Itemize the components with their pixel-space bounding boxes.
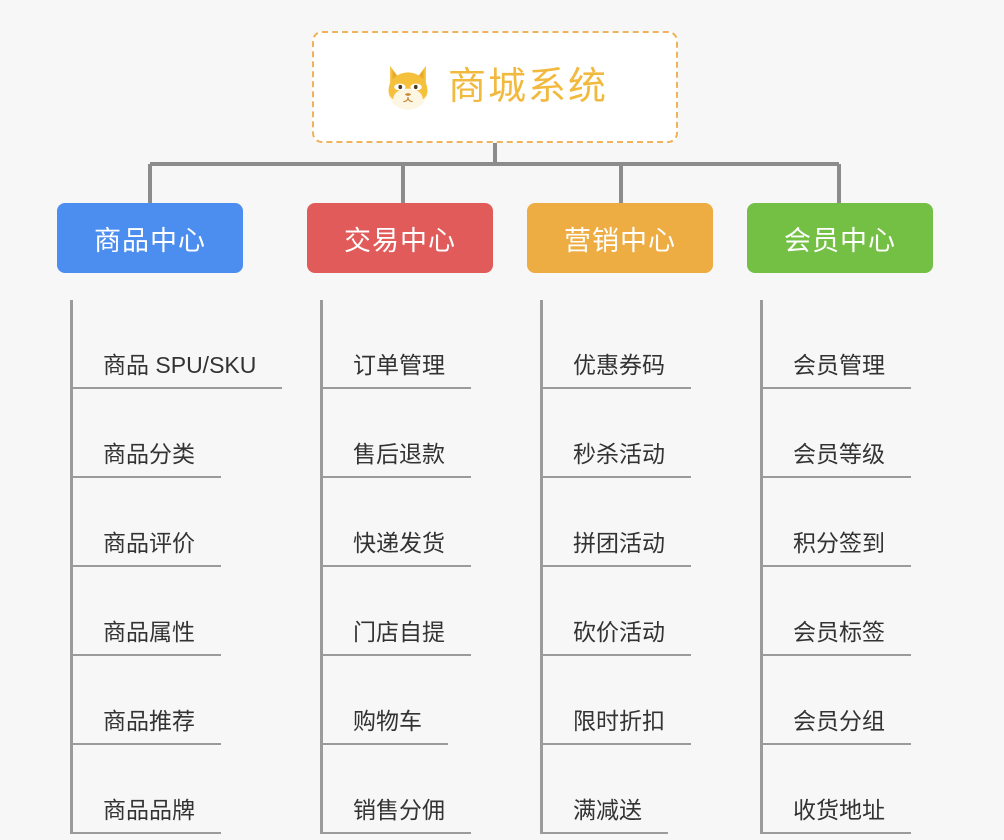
list-item[interactable]: 限时折扣 bbox=[527, 656, 747, 745]
list-item[interactable]: 收货地址 bbox=[747, 745, 967, 834]
list-item-label: 购物车 bbox=[320, 707, 448, 745]
root-node[interactable]: 商城系统 bbox=[312, 31, 678, 143]
list-item-label: 商品分类 bbox=[70, 440, 221, 478]
list-item-label: 会员分组 bbox=[760, 707, 911, 745]
list-item[interactable]: 商品推荐 bbox=[57, 656, 307, 745]
list-item[interactable]: 会员管理 bbox=[747, 300, 967, 389]
list-item-label: 商品品牌 bbox=[70, 796, 221, 834]
list-item[interactable]: 商品属性 bbox=[57, 567, 307, 656]
list-item[interactable]: 优惠券码 bbox=[527, 300, 747, 389]
list-item[interactable]: 售后退款 bbox=[307, 389, 527, 478]
list-item[interactable]: 门店自提 bbox=[307, 567, 527, 656]
branch-column-4: 会员中心 会员管理 会员等级 积分签到 会员标签 会员分组 收货地址 bbox=[747, 203, 967, 834]
list-item-label: 商品属性 bbox=[70, 618, 221, 656]
list-item[interactable]: 积分签到 bbox=[747, 478, 967, 567]
branch-header-4[interactable]: 会员中心 bbox=[747, 203, 933, 273]
list-item[interactable]: 商品品牌 bbox=[57, 745, 307, 834]
list-item[interactable]: 满减送 bbox=[527, 745, 747, 834]
list-item-label: 积分签到 bbox=[760, 529, 911, 567]
list-item[interactable]: 快递发货 bbox=[307, 478, 527, 567]
branch-column-1: 商品中心 商品 SPU/SKU 商品分类 商品评价 商品属性 商品推荐 商品品牌 bbox=[57, 203, 307, 834]
list-item-label: 会员管理 bbox=[760, 351, 911, 389]
list-item-label: 商品评价 bbox=[70, 529, 221, 567]
list-item[interactable]: 商品评价 bbox=[57, 478, 307, 567]
list-item-label: 销售分佣 bbox=[320, 796, 471, 834]
list-item-label: 秒杀活动 bbox=[540, 440, 691, 478]
branch-spine-3 bbox=[540, 300, 543, 834]
branch-header-1[interactable]: 商品中心 bbox=[57, 203, 243, 273]
branch-spine-2 bbox=[320, 300, 323, 834]
list-item[interactable]: 砍价活动 bbox=[527, 567, 747, 656]
list-item-label: 门店自提 bbox=[320, 618, 471, 656]
branch-items-4: 会员管理 会员等级 积分签到 会员标签 会员分组 收货地址 bbox=[747, 300, 967, 834]
branch-header-2[interactable]: 交易中心 bbox=[307, 203, 493, 273]
branch-spine-4 bbox=[760, 300, 763, 834]
list-item-label: 收货地址 bbox=[760, 796, 911, 834]
branch-spine-1 bbox=[70, 300, 73, 834]
list-item[interactable]: 会员分组 bbox=[747, 656, 967, 745]
list-item-label: 商品 SPU/SKU bbox=[70, 351, 283, 389]
branch-items-1: 商品 SPU/SKU 商品分类 商品评价 商品属性 商品推荐 商品品牌 bbox=[57, 300, 307, 834]
list-item[interactable]: 会员标签 bbox=[747, 567, 967, 656]
list-item-label: 满减送 bbox=[540, 796, 668, 834]
list-item-label: 会员等级 bbox=[760, 440, 911, 478]
list-item-label: 会员标签 bbox=[760, 618, 911, 656]
list-item[interactable]: 拼团活动 bbox=[527, 478, 747, 567]
list-item[interactable]: 订单管理 bbox=[307, 300, 527, 389]
list-item-label: 快递发货 bbox=[320, 529, 471, 567]
shiba-dog-face-icon bbox=[388, 65, 428, 110]
list-item[interactable]: 销售分佣 bbox=[307, 745, 527, 834]
list-item-label: 砍价活动 bbox=[540, 618, 691, 656]
branch-items-2: 订单管理 售后退款 快递发货 门店自提 购物车 销售分佣 bbox=[307, 300, 527, 834]
list-item[interactable]: 会员等级 bbox=[747, 389, 967, 478]
list-item[interactable]: 购物车 bbox=[307, 656, 527, 745]
branch-column-2: 交易中心 订单管理 售后退款 快递发货 门店自提 购物车 销售分佣 bbox=[307, 203, 527, 834]
root-title: 商城系统 bbox=[447, 66, 608, 108]
branch-items-3: 优惠券码 秒杀活动 拼团活动 砍价活动 限时折扣 满减送 bbox=[527, 300, 747, 834]
list-item[interactable]: 秒杀活动 bbox=[527, 389, 747, 478]
list-item-label: 优惠券码 bbox=[540, 351, 691, 389]
branch-header-3[interactable]: 营销中心 bbox=[527, 203, 713, 273]
list-item-label: 限时折扣 bbox=[540, 707, 691, 745]
list-item-label: 商品推荐 bbox=[70, 707, 221, 745]
list-item[interactable]: 商品 SPU/SKU bbox=[57, 300, 307, 389]
list-item-label: 售后退款 bbox=[320, 440, 471, 478]
branch-column-3: 营销中心 优惠券码 秒杀活动 拼团活动 砍价活动 限时折扣 满减送 bbox=[527, 203, 747, 834]
list-item-label: 拼团活动 bbox=[540, 529, 691, 567]
list-item[interactable]: 商品分类 bbox=[57, 389, 307, 478]
list-item-label: 订单管理 bbox=[320, 351, 471, 389]
